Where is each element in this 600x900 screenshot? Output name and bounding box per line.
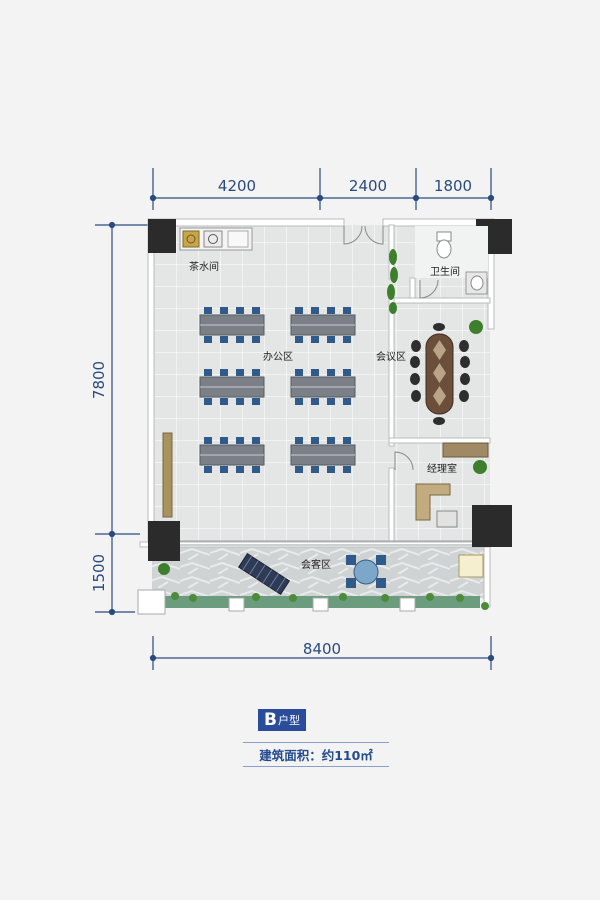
chair <box>311 437 319 444</box>
structural-columns <box>148 219 512 561</box>
chair <box>204 369 212 376</box>
chair <box>295 369 303 376</box>
chair <box>343 466 351 473</box>
chair <box>220 369 228 376</box>
front-glazing <box>180 540 472 546</box>
chair <box>236 437 244 444</box>
chair <box>236 466 244 473</box>
chair <box>252 466 260 473</box>
chair <box>327 437 335 444</box>
chair <box>327 369 335 376</box>
unit-letter: B <box>264 710 277 730</box>
dimension-top-2: 2400 <box>349 177 387 195</box>
building-area-text: 建筑面积：约110㎡ <box>243 742 389 767</box>
workstation-cluster <box>199 307 265 343</box>
lounge-chair <box>237 552 291 596</box>
reception-area-label: 会客区 <box>301 558 331 571</box>
chair <box>343 307 351 314</box>
reception-table-set <box>346 555 386 588</box>
meeting-table <box>425 333 454 415</box>
dimension-top-1: 4200 <box>218 177 256 195</box>
chair <box>311 307 319 314</box>
chair <box>220 437 228 444</box>
corridor-plants <box>387 249 398 314</box>
chair <box>343 336 351 343</box>
chair <box>220 398 228 405</box>
dimension-top-3: 1800 <box>434 177 472 195</box>
workstation-cluster <box>290 307 356 343</box>
chair <box>327 398 335 405</box>
chair <box>311 336 319 343</box>
chair <box>327 307 335 314</box>
chair <box>327 336 335 343</box>
chair <box>327 466 335 473</box>
chair <box>220 307 228 314</box>
chair <box>295 437 303 444</box>
chair <box>252 437 260 444</box>
unit-type-badge: B 户型 <box>258 709 306 731</box>
dimension-left-2: 1500 <box>90 554 108 592</box>
restroom-label: 卫生间 <box>430 265 460 278</box>
workstation-cluster <box>290 369 356 405</box>
chair <box>204 307 212 314</box>
dimension-left-1: 7800 <box>90 361 108 399</box>
chair <box>204 336 212 343</box>
chair <box>236 369 244 376</box>
chair <box>295 466 303 473</box>
tea-room-counter <box>179 227 253 251</box>
terrace-floor <box>152 543 490 598</box>
unit-type-label: 户型 <box>277 714 300 727</box>
chair <box>295 398 303 405</box>
dimension-bottom: 8400 <box>303 640 341 658</box>
chair <box>252 307 260 314</box>
chair <box>311 466 319 473</box>
chair <box>204 466 212 473</box>
chair <box>220 466 228 473</box>
chair <box>236 398 244 405</box>
workstation-cluster <box>199 369 265 405</box>
chair <box>343 437 351 444</box>
manager-plant-icon <box>473 460 487 474</box>
chair <box>295 307 303 314</box>
chair <box>252 398 260 405</box>
chair <box>343 398 351 405</box>
balcony-plants <box>171 592 489 610</box>
chair <box>295 336 303 343</box>
entrance-door <box>343 225 384 245</box>
tea-room-label: 茶水间 <box>189 260 219 273</box>
chair <box>220 336 228 343</box>
meeting-plant-icon <box>469 320 483 334</box>
chair <box>311 369 319 376</box>
manager-room-label: 经理室 <box>427 462 457 475</box>
chair <box>252 369 260 376</box>
meeting-area-label: 会议区 <box>376 350 406 363</box>
chair <box>204 398 212 405</box>
chair <box>311 398 319 405</box>
workstation-cluster <box>199 437 265 473</box>
terrace-stool <box>158 554 484 578</box>
office-workstations <box>199 307 356 473</box>
chair <box>252 336 260 343</box>
balcony-piers <box>137 589 416 615</box>
chair <box>236 307 244 314</box>
meeting-chairs <box>410 323 470 425</box>
chair <box>204 437 212 444</box>
office-area-label: 办公区 <box>263 350 293 363</box>
manager-room-furniture <box>162 432 489 528</box>
chair <box>236 336 244 343</box>
workstation-cluster <box>290 437 356 473</box>
chair <box>343 369 351 376</box>
dimension-lines <box>95 168 495 670</box>
restroom-fixtures <box>415 226 488 299</box>
